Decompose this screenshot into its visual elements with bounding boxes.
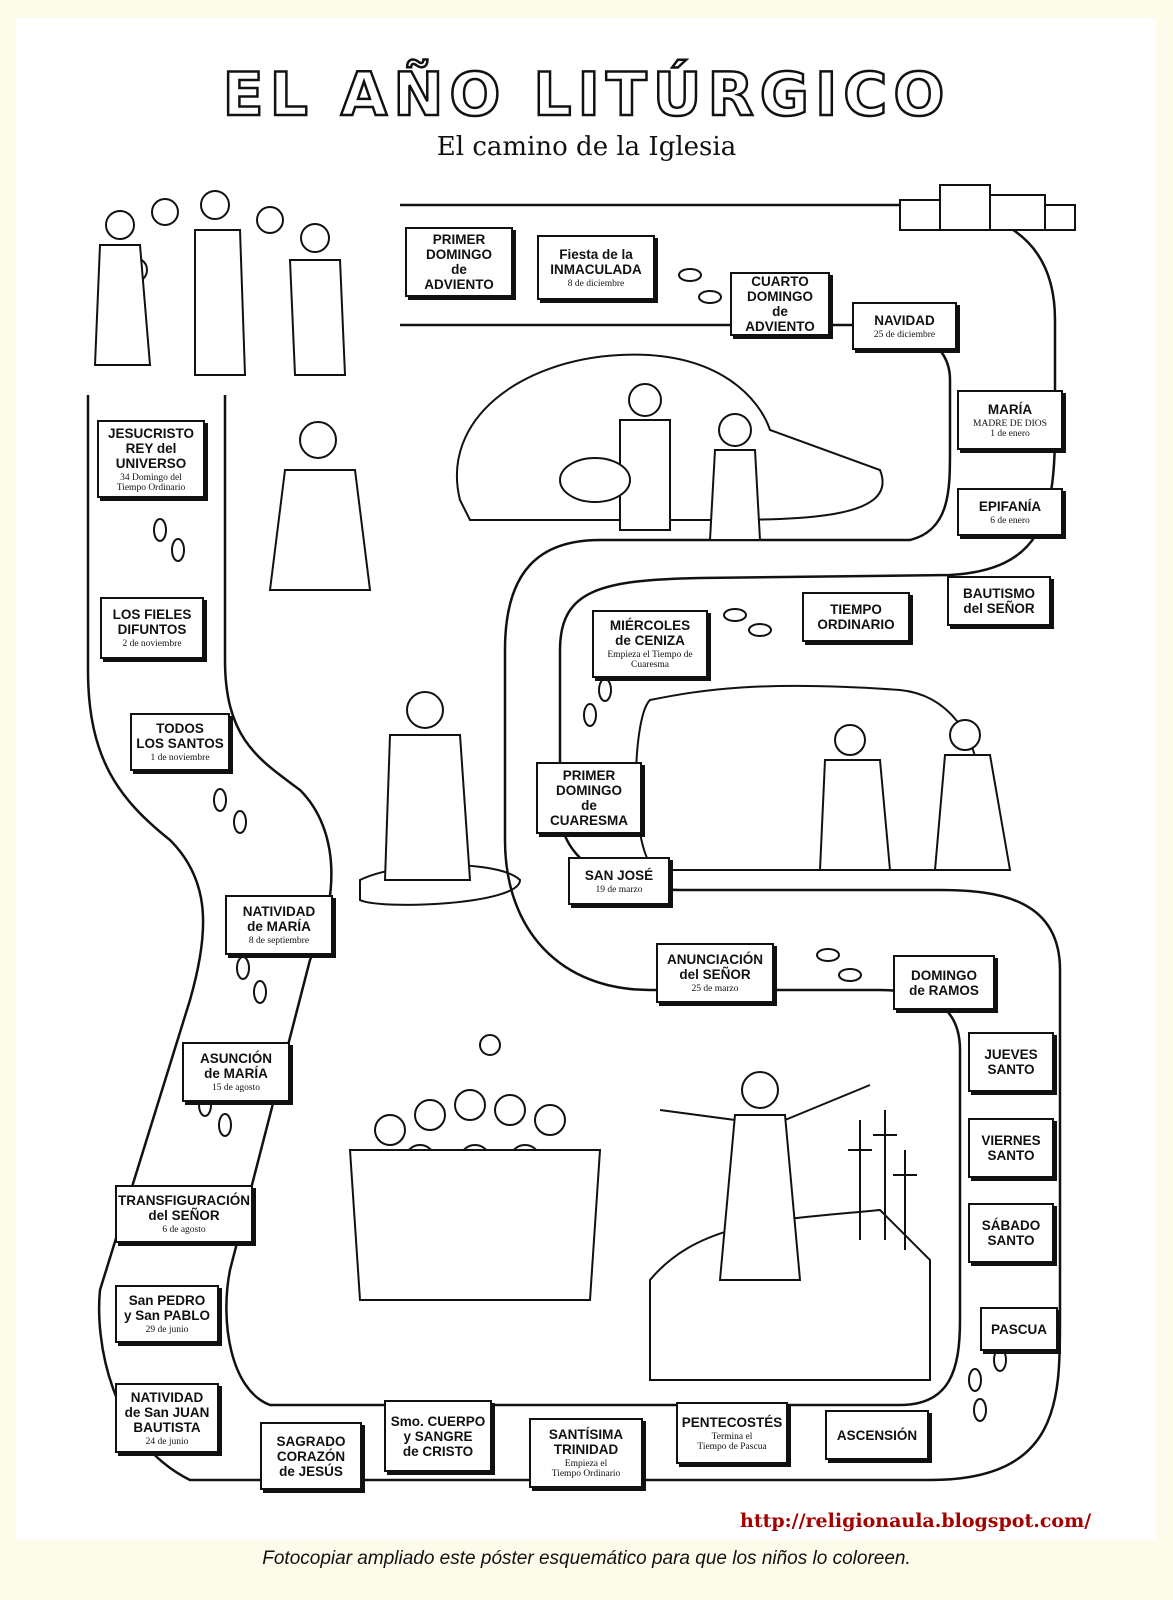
station-date: MADRE DE DIOS 1 de enero (973, 418, 1047, 439)
station-name: ASUNCIÓN de MARÍA (199, 1051, 272, 1081)
station-name: ANUNCIACIÓN del SEÑOR (667, 952, 763, 982)
station-date: 25 de diciembre (873, 329, 936, 340)
station-name: SÁBADO SANTO (981, 1218, 1041, 1248)
station-name: PASCUA (990, 1321, 1047, 1337)
station-label: Fiesta de la INMACULADA 8 de diciembre (537, 235, 655, 300)
station-label: NAVIDAD 25 de diciembre (852, 302, 957, 350)
station-name: EPIFANÍA (978, 498, 1042, 514)
footprints (153, 268, 1007, 1422)
station-date: Empieza el Tiempo de Cuaresma (607, 650, 693, 670)
figure-sketches (93, 184, 1076, 1301)
station-name: Smo. CUERPO y SANGRE de CRISTO (390, 1413, 486, 1459)
station-name: SAN JOSÉ (584, 867, 654, 883)
station-date: 8 de diciembre (567, 278, 625, 289)
station-label: ASCENSIÓN (825, 1410, 929, 1460)
station-label: MIÉRCOLES de CENIZA Empieza el Tiempo de… (592, 610, 708, 678)
station-label: SAGRADO CORAZÓN de JESÚS (260, 1422, 362, 1490)
station-date: 24 de junio (145, 1436, 189, 1447)
poster-title: EL AÑO LITÚRGICO (221, 59, 951, 132)
station-label: MARÍA MADRE DE DIOS 1 de enero (957, 390, 1063, 450)
station-name: JESUCRISTO REY del UNIVERSO (107, 425, 195, 471)
station-name: DOMINGO de RAMOS (909, 967, 979, 998)
station-label: Smo. CUERPO y SANGRE de CRISTO (384, 1400, 492, 1472)
station-label: San PEDRO y San PABLO 29 de junio (115, 1285, 219, 1343)
station-name: MARÍA (987, 401, 1033, 417)
station-label: CUARTO DOMINGO de ADVIENTO (730, 272, 830, 336)
station-name: SANTÍSIMA TRINIDAD (548, 1427, 624, 1457)
station-date: 34 Domingo del Tiempo Ordinario (116, 472, 186, 493)
station-name: PRIMER DOMINGO de ADVIENTO (424, 232, 494, 292)
station-name: CUARTO DOMINGO de ADVIENTO (745, 274, 815, 334)
station-label: DOMINGO de RAMOS (893, 955, 995, 1010)
station-name: PENTECOSTÉS (681, 1414, 783, 1430)
source-url: http://religionaula.blogspot.com/ (740, 1510, 1092, 1532)
station-date: 8 de septiembre (248, 936, 310, 946)
station-date: Termina el Tiempo de Pascua (697, 1431, 767, 1452)
station-label: PENTECOSTÉS Termina el Tiempo de Pascua (676, 1402, 788, 1464)
poster-subtitle: El camino de la Iglesia (436, 132, 737, 162)
station-label: TIEMPO ORDINARIO (802, 592, 910, 642)
station-label: PASCUA (980, 1307, 1058, 1351)
station-date: Empieza el Tiempo Ordinario (551, 1459, 621, 1479)
station-label: VIERNES SANTO (968, 1118, 1054, 1178)
photocopy-caption: Fotocopiar ampliado este póster esquemát… (262, 1548, 911, 1569)
station-name: NAVIDAD (874, 312, 935, 328)
station-date: 15 de agosto (211, 1083, 261, 1093)
station-name: TRANSFIGURACIÓN del SEÑOR (118, 1193, 250, 1223)
station-name: Fiesta de la INMACULADA (550, 246, 642, 277)
station-label: TRANSFIGURACIÓN del SEÑOR 6 de agosto (115, 1185, 253, 1243)
station-label: TODOS LOS SANTOS 1 de noviembre (130, 713, 230, 771)
station-label: ASUNCIÓN de MARÍA 15 de agosto (182, 1042, 290, 1102)
station-label: EPIFANÍA 6 de enero (957, 488, 1063, 536)
station-date: 6 de agosto (162, 1225, 206, 1235)
station-label: SÁBADO SANTO (968, 1203, 1054, 1263)
station-name: ASCENSIÓN (836, 1427, 918, 1443)
station-date: 25 de marzo (691, 984, 739, 994)
station-label: PRIMER DOMINGO de ADVIENTO (405, 227, 513, 297)
station-name: TIEMPO ORDINARIO (817, 602, 895, 632)
station-label: SANTÍSIMA TRINIDAD Empieza el Tiempo Ord… (529, 1418, 643, 1488)
station-date: 2 de noviembre (122, 639, 182, 649)
station-label: PRIMER DOMINGO de CUARESMA (536, 762, 642, 834)
station-name: BAUTISMO del SEÑOR (963, 586, 1035, 616)
station-date: 29 de junio (145, 1325, 189, 1335)
station-name: San PEDRO y San PABLO (123, 1293, 211, 1323)
station-name: SAGRADO CORAZÓN de JESÚS (276, 1433, 346, 1479)
station-name: NATIVIDAD de San JUAN BAUTISTA (124, 1389, 210, 1435)
station-name: PRIMER DOMINGO de CUARESMA (549, 768, 628, 828)
station-label: BAUTISMO del SEÑOR (947, 576, 1051, 626)
station-label: NATIVIDAD de San JUAN BAUTISTA 24 de jun… (115, 1383, 219, 1453)
station-date: 19 de marzo (595, 884, 643, 895)
station-label: ANUNCIACIÓN del SEÑOR 25 de marzo (656, 943, 774, 1003)
station-date: 6 de enero (990, 515, 1030, 526)
station-name: TODOS LOS SANTOS (136, 721, 224, 751)
station-label: JUEVES SANTO (968, 1032, 1054, 1092)
station-label: NATIVIDAD de MARÍA 8 de septiembre (225, 895, 333, 955)
station-label: LOS FIELES DIFUNTOS 2 de noviembre (100, 597, 204, 659)
station-name: VIERNES SANTO (981, 1133, 1041, 1163)
station-name: LOS FIELES DIFUNTOS (112, 607, 192, 637)
station-name: JUEVES SANTO (984, 1047, 1038, 1077)
station-label: SAN JOSÉ 19 de marzo (568, 857, 670, 905)
station-label: JESUCRISTO REY del UNIVERSO 34 Domingo d… (97, 420, 205, 498)
station-date: 1 de noviembre (150, 753, 210, 763)
station-name: MIÉRCOLES de CENIZA (609, 618, 691, 648)
station-name: NATIVIDAD de MARÍA (242, 904, 316, 934)
